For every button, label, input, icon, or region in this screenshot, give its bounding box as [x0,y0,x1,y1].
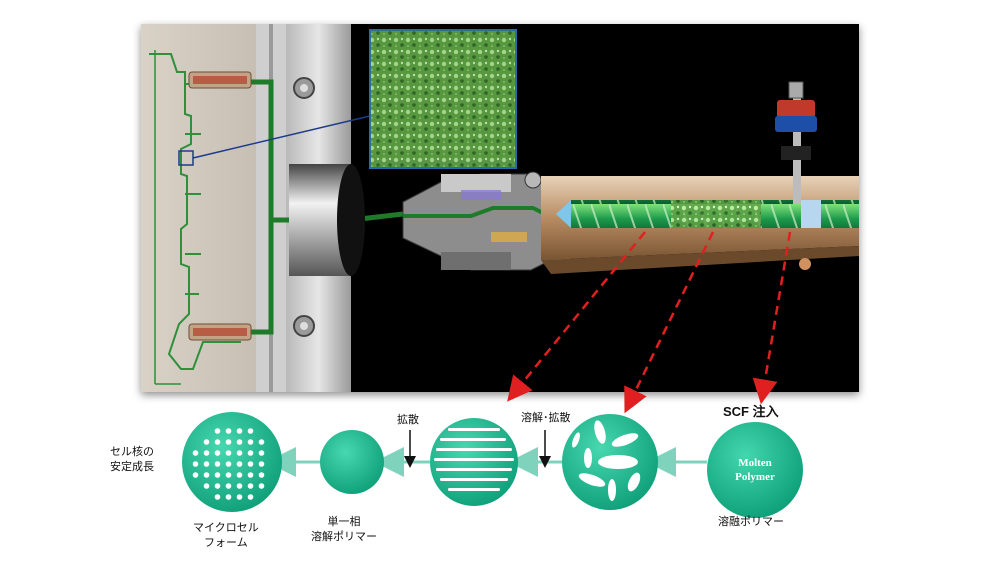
molten-polymer-jp-label: 溶融ポリマー [718,515,784,528]
foam-bubble [236,472,243,478]
foam-bubble [225,472,232,478]
circle-diffusion [430,418,518,506]
single-phase-line2: 溶解ポリマー [311,530,377,543]
foam-bubble [192,450,199,456]
single-phase-line1: 単一相 [327,515,361,528]
foam-bubble [258,439,265,445]
circle-dissolution [562,414,658,510]
foam-bubble [214,428,221,434]
foam-bubble [203,472,210,478]
foam-bubble [258,450,265,456]
cell-nucleus-line2: 安定成長 [110,460,154,473]
foam-bubble [236,461,243,467]
cell-nucleus-label: セル核の 安定成長 [110,444,154,474]
molten-polymer-line2: Polymer [735,471,775,483]
foam-bubble [236,450,243,456]
single-phase-label: 単一相 溶解ポリマー [311,514,377,544]
foam-bubble [214,450,221,456]
foam-bubble [214,483,221,489]
foam-bubble [203,483,210,489]
foam-bubble [225,461,232,467]
foam-bubble [225,428,232,434]
foam-bubble [214,439,221,445]
foam-bubble [192,472,199,478]
scf-injection-label: SCF 注入 [723,404,779,419]
molten-polymer-line1: Molten [738,457,772,469]
cell-nucleus-line1: セル核の [110,445,154,458]
microcell-line1: マイクロセル [193,521,259,534]
foam-bubble [214,461,221,467]
foam-bubble [247,439,254,445]
foam-bubble [236,483,243,489]
circle-single-phase [320,430,384,494]
foam-bubble [236,494,243,500]
microcell-line2: フォーム [204,536,248,549]
foam-bubble [192,461,199,467]
foam-bubble [203,450,210,456]
dissolve-diffuse-label: 溶解･拡散 [521,411,571,424]
machine-drawing [141,24,859,392]
microcell-foam-label: マイクロセル フォーム [193,520,259,550]
foam-bubble [247,483,254,489]
diffuse-label: 拡散 [397,413,419,426]
foam-bubble [258,483,265,489]
molten-polymer-circle: Molten Polymer [707,422,803,518]
foam-bubble [203,461,210,467]
injection-molding-illustration [141,24,859,392]
foam-bubble [247,472,254,478]
foam-bubble [247,428,254,434]
foam-bubble [225,439,232,445]
foam-bubble [203,439,210,445]
foam-bubble [258,461,265,467]
foam-bubble [214,472,221,478]
foam-bubble [258,472,265,478]
foam-bubble [225,450,232,456]
foam-bubble [247,461,254,467]
foam-bubble [214,494,221,500]
foam-bubble [236,439,243,445]
foam-bubble [225,494,232,500]
foam-bubble [225,483,232,489]
circle-microcell-foam [182,412,282,512]
foam-bubble [236,428,243,434]
foam-bubble [247,494,254,500]
foam-bubble [247,450,254,456]
